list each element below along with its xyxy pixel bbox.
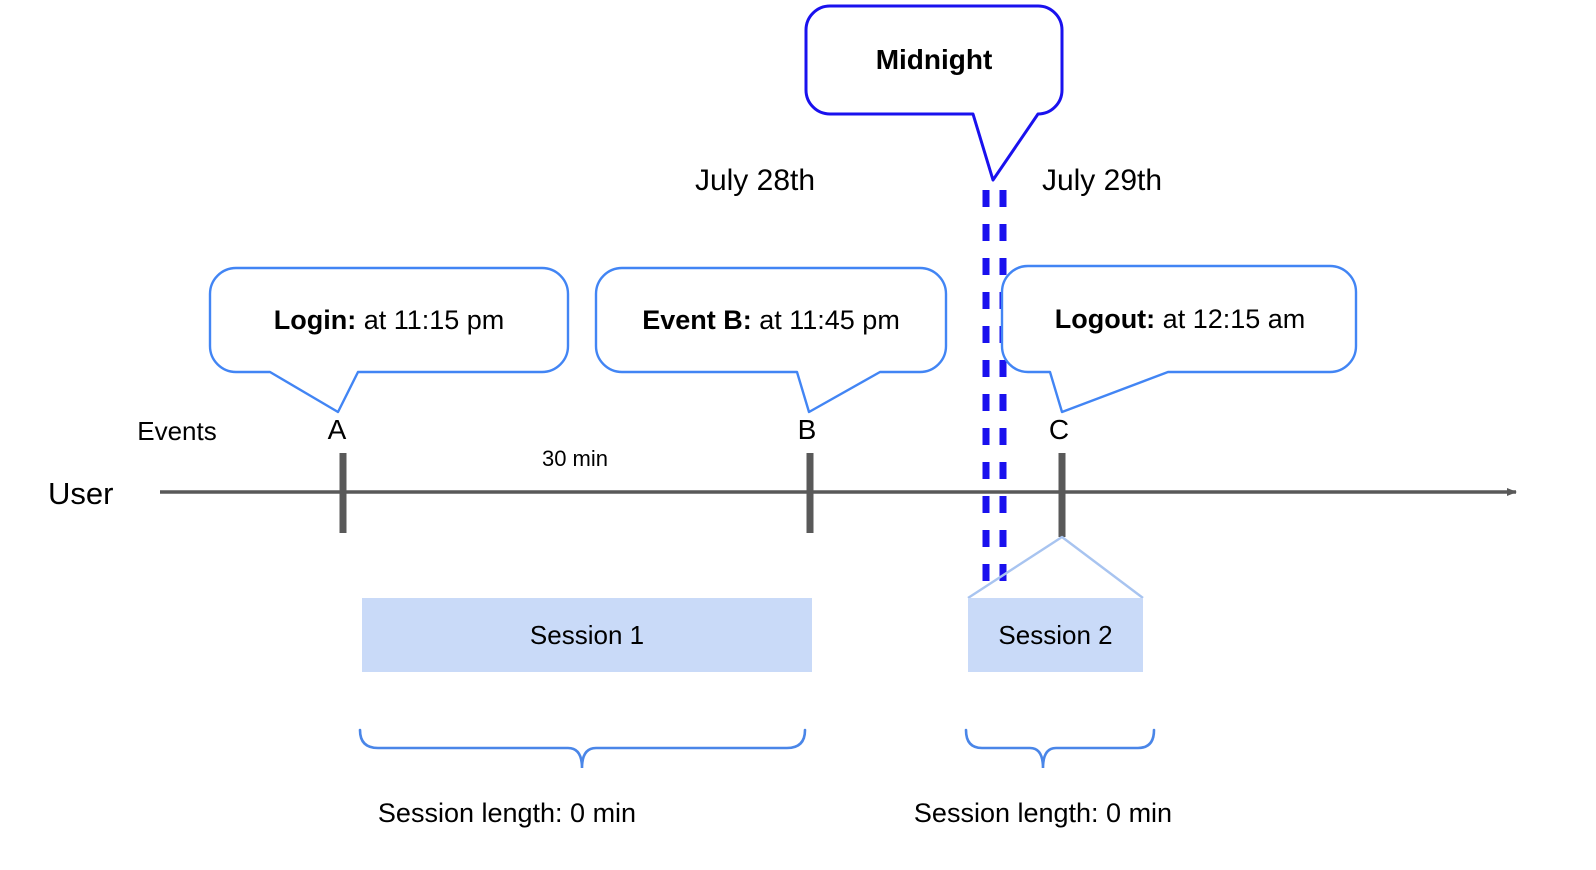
callout-logout-bold: Logout: — [1054, 304, 1156, 334]
callout-label-event-b: Event B: at 11:45 pm — [642, 307, 900, 334]
tick-label-c: C — [1048, 414, 1070, 445]
callout-label-login: Login: at 11:15 pm — [274, 307, 505, 334]
callout-label-logout: Logout: at 12:15 am — [1055, 306, 1306, 333]
brace-session-1 — [358, 728, 807, 769]
callout-event-b-rest: at 11:45 pm — [751, 305, 900, 335]
session-2-length-label: Session length: 0 min — [913, 798, 1173, 828]
events-row-label: Events — [137, 416, 217, 446]
gap-duration-label: 30 min — [541, 446, 609, 471]
callout-logout-rest: at 12:15 am — [1155, 304, 1306, 334]
event-tick-marks — [339, 453, 1066, 537]
tick-label-b: B — [797, 414, 817, 445]
midnight-label: Midnight — [875, 44, 993, 75]
callout-login-rest: at 11:15 pm — [356, 305, 505, 335]
callout-shape-login — [208, 266, 570, 414]
brace-session-2 — [964, 728, 1156, 769]
session-2-connector — [967, 535, 1144, 600]
session-1-length-label: Session length: 0 min — [377, 798, 637, 828]
session-box-1: Session 1 — [362, 598, 812, 672]
callout-event-b-bold: Event B: — [642, 305, 752, 335]
callout-shape-event-b — [594, 266, 948, 414]
callout-shape-logout — [1000, 264, 1358, 414]
callout-login-bold: Login: — [273, 305, 357, 335]
user-row-label: User — [48, 476, 114, 511]
session-box-2: Session 2 — [968, 598, 1143, 672]
tick-label-a: A — [327, 414, 347, 445]
midnight-dashed-lines — [982, 190, 1007, 582]
date-label-july-28: July 28th — [694, 164, 816, 197]
midnight-callout-shape — [804, 4, 1064, 182]
session-1-label: Session 1 — [529, 619, 645, 650]
session-2-label: Session 2 — [998, 619, 1113, 650]
date-label-july-29: July 29th — [1041, 164, 1163, 197]
